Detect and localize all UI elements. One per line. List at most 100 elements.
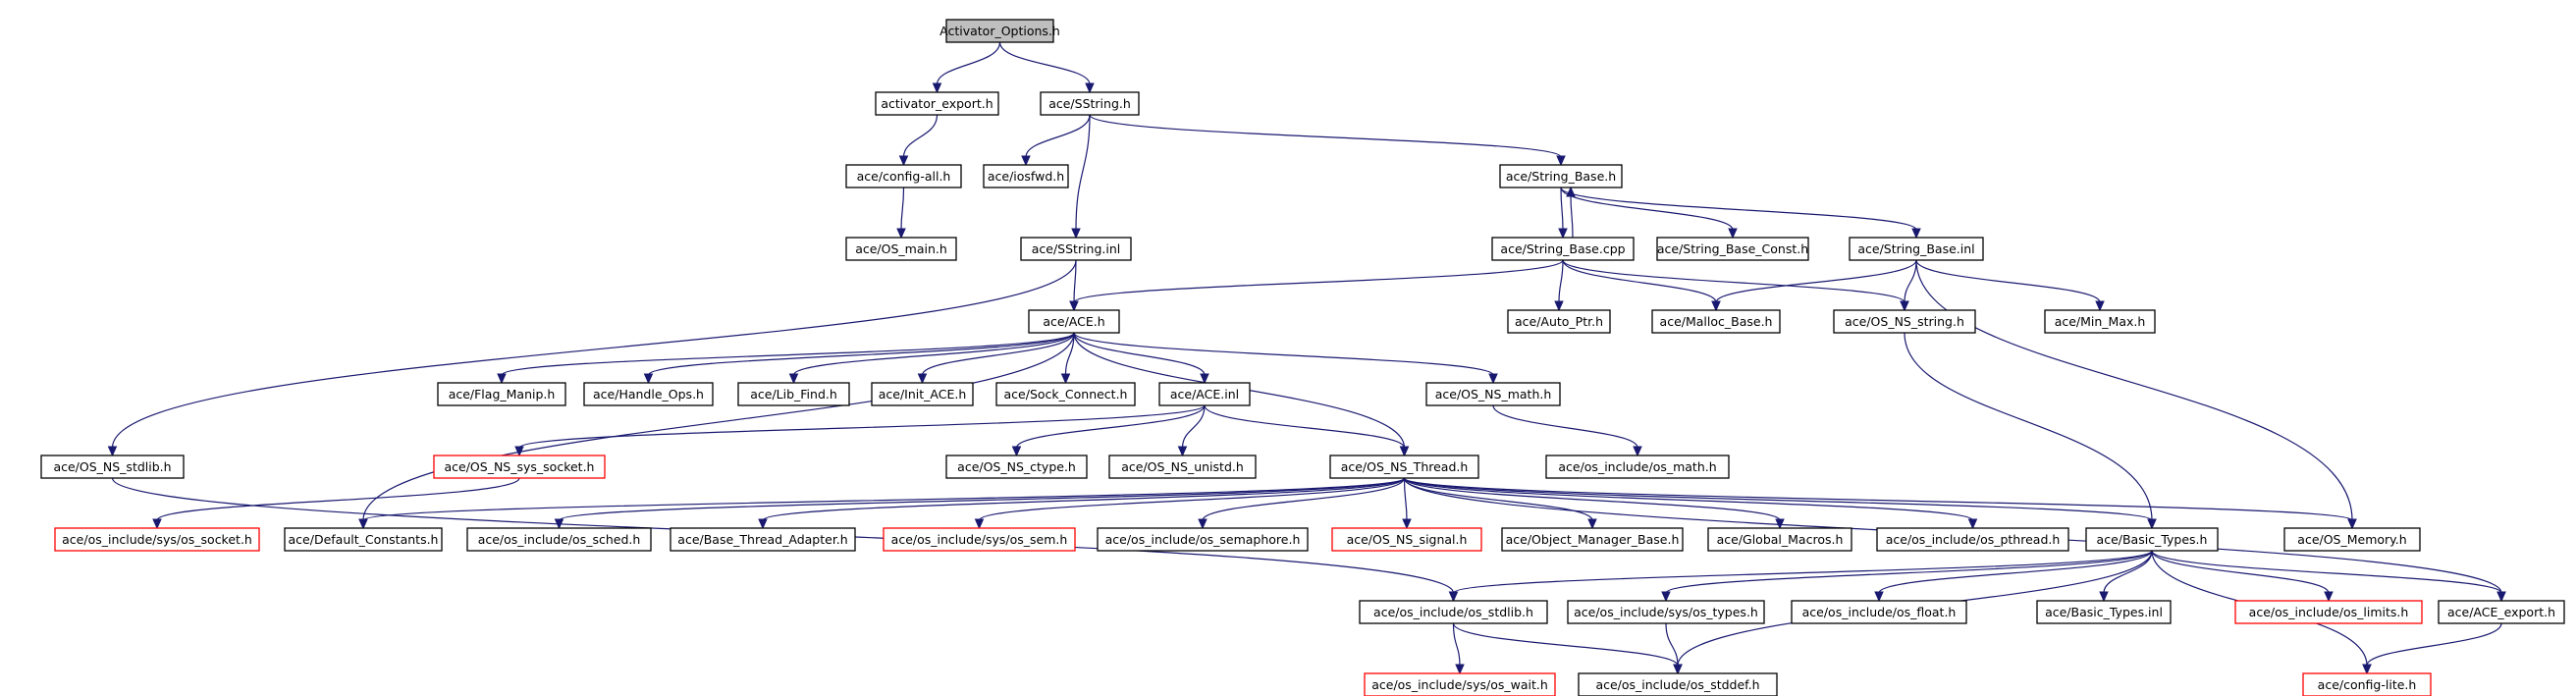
node-string-base-cpp[interactable]: ace/String_Base.cpp — [1491, 237, 1635, 261]
node-os-include-sys-os-sem[interactable]: ace/os_include/sys/os_sem.h — [883, 527, 1076, 552]
node-basic-types-h[interactable]: ace/Basic_Types.h — [2085, 527, 2219, 552]
node-lib-find[interactable]: ace/Lib_Find.h — [737, 382, 850, 406]
edge-os-ns-thread-to-os-include-os-semaphore — [1198, 477, 1406, 530]
edge-arrowhead — [1554, 300, 1564, 312]
node-base-thread-adapter[interactable]: ace/Base_Thread_Adapter.h — [670, 527, 856, 552]
node-box — [1364, 672, 1556, 696]
node-os-include-os-stdlib[interactable]: ace/os_include/os_stdlib.h — [1359, 600, 1548, 624]
node-box — [875, 91, 999, 116]
node-os-ns-thread[interactable]: ace/OS_NS_Thread.h — [1329, 455, 1479, 479]
edge-line — [2151, 550, 2502, 594]
node-auto-ptr[interactable]: ace/Auto_Ptr.h — [1507, 309, 1611, 334]
node-os-ns-stdlib[interactable]: ace/OS_NS_stdlib.h — [40, 455, 185, 479]
node-os-ns-string[interactable]: ace/OS_NS_string.h — [1833, 309, 1976, 334]
node-string-base-inl[interactable]: ace/String_Base.inl — [1849, 237, 1984, 261]
node-box — [845, 237, 957, 261]
edge-layer — [107, 41, 2506, 675]
edge-arrowhead — [1711, 300, 1721, 312]
node-box — [433, 455, 606, 479]
node-os-include-os-pthread[interactable]: ace/os_include/os_pthread.h — [1876, 527, 2069, 552]
node-box — [1578, 672, 1778, 696]
node-malloc-base[interactable]: ace/Malloc_Base.h — [1651, 309, 1781, 334]
node-global-macros[interactable]: ace/Global_Macros.h — [1707, 527, 1852, 552]
node-label: ace/OS_Memory.h — [2297, 532, 2406, 547]
edge-line — [1570, 194, 1574, 239]
node-box — [845, 164, 962, 188]
node-box — [670, 527, 856, 552]
node-label: ace/String_Base.inl — [1857, 241, 1974, 256]
node-os-memory[interactable]: ace/OS_Memory.h — [2283, 527, 2421, 552]
node-os-include-sys-os-wait[interactable]: ace/os_include/sys/os_wait.h — [1364, 672, 1556, 696]
node-box — [583, 382, 714, 406]
node-os-include-sys-os-socket[interactable]: ace/os_include/sys/os_socket.h — [54, 527, 260, 552]
node-box — [1020, 237, 1132, 261]
edge-line — [2151, 550, 2330, 594]
node-ace-export[interactable]: ace/ACE_export.h — [2438, 600, 2565, 624]
node-iosfwd[interactable]: ace/iosfwd.h — [983, 164, 1069, 188]
node-os-ns-math[interactable]: ace/OS_NS_math.h — [1425, 382, 1561, 406]
node-label: ace/os_include/sys/os_socket.h — [62, 532, 252, 547]
node-config-all[interactable]: ace/config-all.h — [845, 164, 962, 188]
edge-os-ns-thread-to-default-constants — [358, 477, 1406, 530]
node-object-manager-base[interactable]: ace/Object_Manager_Base.h — [1501, 527, 1684, 552]
node-activator-export[interactable]: activator_export.h — [875, 91, 999, 116]
node-ace-inl[interactable]: ace/ACE.inl — [1158, 382, 1251, 406]
node-sock-connect[interactable]: ace/Sock_Connect.h — [995, 382, 1136, 406]
node-box — [2044, 309, 2156, 334]
node-os-include-os-limits[interactable]: ace/os_include/os_limits.h — [2234, 600, 2423, 624]
edge-basic-types-h-to-os-include-os-stdlib — [1448, 550, 2153, 603]
node-label: ace/String_Base.h — [1506, 169, 1616, 184]
edge-line — [1562, 259, 1717, 303]
edge-arrowhead — [2099, 591, 2109, 603]
edge-arrowhead — [2362, 664, 2372, 675]
edge-arrowhead — [1661, 591, 1671, 603]
edge-line — [900, 187, 905, 231]
node-ace-h[interactable]: ace/ACE.h — [1028, 309, 1120, 334]
edge-arrowhead — [1673, 664, 1683, 675]
node-label: ace/os_include/os_limits.h — [2249, 605, 2409, 619]
edge-line — [1015, 404, 1206, 449]
edge-line — [936, 41, 1001, 85]
node-min-max[interactable]: ace/Min_Max.h — [2044, 309, 2156, 334]
node-config-lite[interactable]: ace/config-lite.h — [2302, 672, 2432, 696]
node-os-ns-unistd[interactable]: ace/OS_NS_unistd.h — [1108, 455, 1257, 479]
edge-arrowhead — [1556, 155, 1566, 167]
node-label: ace/os_include/os_math.h — [1558, 459, 1716, 474]
node-box — [2438, 600, 2565, 624]
node-os-include-os-stddef[interactable]: ace/os_include/os_stddef.h — [1578, 672, 1778, 696]
node-box — [1108, 455, 1257, 479]
node-string-base-h[interactable]: ace/String_Base.h — [1499, 164, 1623, 188]
edge-arrowhead — [898, 155, 909, 167]
node-os-include-sys-os-types[interactable]: ace/os_include/sys/os_types.h — [1567, 600, 1765, 624]
edge-sstring-h-to-iosfwd — [1021, 114, 1091, 167]
node-os-include-os-semaphore[interactable]: ace/os_include/os_semaphore.h — [1097, 527, 1309, 552]
node-box — [1040, 91, 1140, 116]
node-box — [883, 527, 1076, 552]
node-init-ace[interactable]: ace/Init_ACE.h — [871, 382, 974, 406]
node-flag-manip[interactable]: ace/Flag_Manip.h — [437, 382, 566, 406]
node-os-include-os-float[interactable]: ace/os_include/os_float.h — [1791, 600, 1967, 624]
node-os-main[interactable]: ace/OS_main.h — [845, 237, 957, 261]
edge-arrowhead — [152, 518, 162, 530]
node-basic-types-inl[interactable]: ace/Basic_Types.inl — [2036, 600, 2172, 624]
node-default-constants[interactable]: ace/Default_Constants.h — [284, 527, 443, 552]
node-sstring-inl[interactable]: ace/SString.inl — [1020, 237, 1132, 261]
edge-arrowhead — [497, 373, 507, 385]
node-box — [1545, 455, 1730, 479]
node-os-ns-signal[interactable]: ace/OS_NS_signal.h — [1331, 527, 1482, 552]
edge-arrowhead — [1587, 518, 1597, 530]
edge-arrowhead — [1728, 228, 1738, 240]
node-os-ns-sys-socket[interactable]: ace/OS_NS_sys_socket.h — [433, 455, 606, 479]
node-os-ns-ctype[interactable]: ace/OS_NS_ctype.h — [945, 455, 1088, 479]
edge-arrowhead — [358, 518, 368, 530]
node-os-include-os-sched[interactable]: ace/os_include/os_sched.h — [466, 527, 652, 552]
node-box — [1028, 309, 1120, 334]
edge-line — [1075, 114, 1091, 231]
node-handle-ops[interactable]: ace/Handle_Ops.h — [583, 382, 714, 406]
node-os-include-os-math[interactable]: ace/os_include/os_math.h — [1545, 455, 1730, 479]
edge-os-include-sys-os-types-to-os-include-os-stddef — [1665, 622, 1683, 675]
edge-sstring-h-to-string-base-h — [1089, 114, 1566, 167]
node-label: ace/Init_ACE.h — [879, 387, 967, 402]
node-string-base-const[interactable]: ace/String_Base_Const.h — [1656, 237, 1809, 261]
node-sstring-h[interactable]: ace/SString.h — [1040, 91, 1140, 116]
